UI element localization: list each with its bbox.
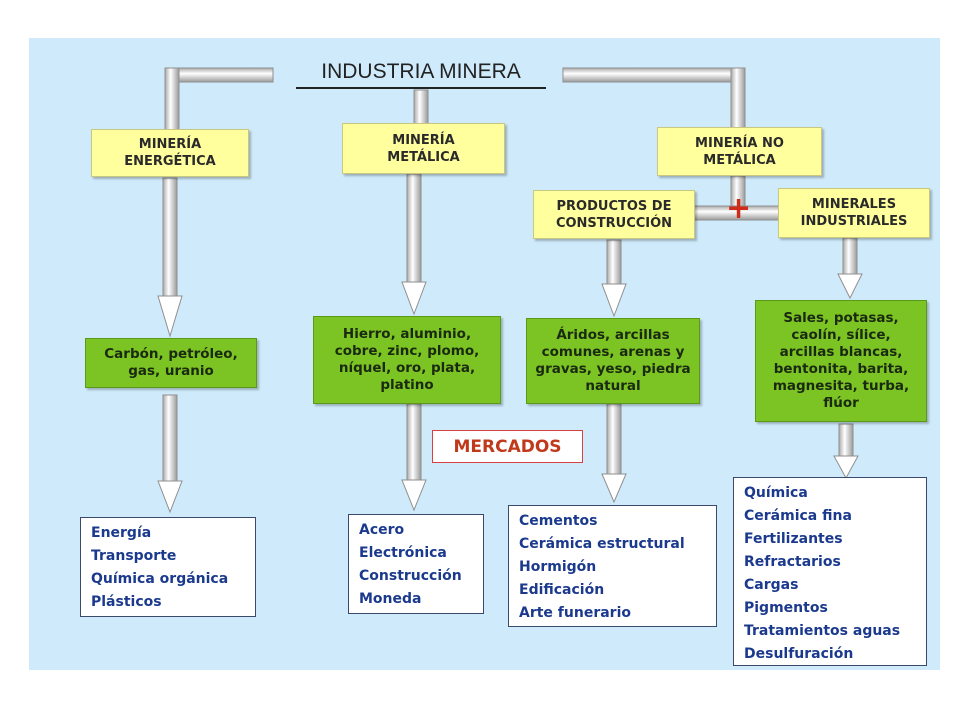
minerals-construccion: Áridos, arcillas comunes, arenas y grava… xyxy=(526,318,700,404)
market-item: Desulfuración xyxy=(744,646,854,662)
market-item: Hormigón xyxy=(519,559,597,575)
category-label: PRODUCTOS DE CONSTRUCCIÓN xyxy=(555,198,673,231)
plus-icon: + xyxy=(726,191,752,226)
title-connector-center xyxy=(413,89,429,125)
arrow-energetica-to-minerals xyxy=(157,177,183,338)
category-label: MINERALES INDUSTRIALES xyxy=(800,197,908,229)
market-item: Refractarios xyxy=(744,554,841,570)
market-item: Edificación xyxy=(519,582,605,598)
market-item: Pigmentos xyxy=(744,600,828,616)
arrow-metalica-to-markets xyxy=(401,403,427,512)
minerals-text: Carbón, petróleo, gas, uranio xyxy=(104,346,238,379)
category-mineria-energetica: MINERÍA ENERGÉTICA xyxy=(91,129,249,177)
minerals-text: Hierro, aluminio, cobre, zinc, plomo, ní… xyxy=(334,326,480,393)
title-connector-right xyxy=(562,67,746,131)
category-productos-construccion: PRODUCTOS DE CONSTRUCCIÓN xyxy=(533,190,695,239)
market-item: Acero xyxy=(359,522,405,538)
category-label: MINERÍA METÁLICA xyxy=(387,132,460,165)
markets-energetica: Energía Transporte Química orgánica Plás… xyxy=(80,517,256,617)
market-item: Transporte xyxy=(91,548,177,564)
market-item: Plásticos xyxy=(91,594,162,610)
arrow-construccion-to-markets xyxy=(601,403,627,504)
category-mineria-no-metalica: MINERÍA NO METÁLICA xyxy=(657,127,822,176)
diagram-title: INDUSTRIA MINERA xyxy=(296,58,546,89)
markets-construccion: Cementos Cerámica estructural Hormigón E… xyxy=(508,505,717,627)
category-minerales-industriales: MINERALES INDUSTRIALES xyxy=(778,188,930,238)
category-label: MINERÍA ENERGÉTICA xyxy=(124,137,216,169)
market-item: Arte funerario xyxy=(519,605,631,621)
market-item: Moneda xyxy=(359,591,422,607)
markets-metalica: Acero Electrónica Construcción Moneda xyxy=(348,514,484,614)
minerals-text: Sales, potasas, caolín, sílice, arcillas… xyxy=(772,310,910,411)
category-label: MINERÍA NO METÁLICA xyxy=(695,135,784,168)
market-item: Cerámica estructural xyxy=(519,536,685,552)
market-item: Cerámica fina xyxy=(744,508,852,524)
market-item: Cementos xyxy=(519,513,598,529)
minerals-metalica: Hierro, aluminio, cobre, zinc, plomo, ní… xyxy=(313,316,501,404)
market-item: Fertilizantes xyxy=(744,531,843,547)
mercados-label: MERCADOS xyxy=(432,430,583,463)
market-item: Electrónica xyxy=(359,545,447,561)
arrow-industriales-to-markets xyxy=(833,423,859,480)
title-connector-left xyxy=(164,67,274,131)
arrow-construccion-to-minerals xyxy=(601,239,627,318)
market-item: Energía xyxy=(91,525,152,541)
category-mineria-metalica: MINERÍA METÁLICA xyxy=(342,123,505,174)
minerals-text: Áridos, arcillas comunes, arenas y grava… xyxy=(535,327,691,394)
markets-industriales: Química Cerámica fina Fertilizantes Refr… xyxy=(733,477,927,666)
arrow-metalica-to-minerals xyxy=(401,173,427,316)
arrow-industriales-to-minerals xyxy=(837,237,863,300)
market-item: Cargas xyxy=(744,577,799,593)
market-item: Química xyxy=(744,485,808,501)
minerals-energetica: Carbón, petróleo, gas, uranio xyxy=(85,338,257,388)
market-item: Química orgánica xyxy=(91,571,229,587)
arrow-energetica-to-markets xyxy=(157,394,183,514)
minerals-industriales: Sales, potasas, caolín, sílice, arcillas… xyxy=(755,300,927,422)
market-item: Tratamientos aguas xyxy=(744,623,901,639)
market-item: Construcción xyxy=(359,568,462,584)
no-metalica-split-connector xyxy=(685,175,781,221)
